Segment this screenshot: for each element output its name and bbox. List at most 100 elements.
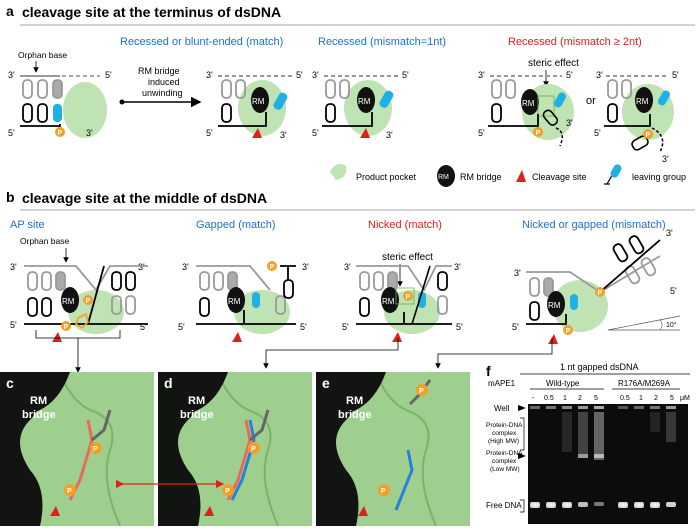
gel-title: 1 nt gapped dsDNA — [560, 362, 639, 372]
svg-text:5': 5' — [140, 322, 147, 332]
rm-bridge-note-3: unwinding — [142, 88, 183, 98]
connector-b3-d — [263, 338, 399, 369]
svg-text:P: P — [67, 488, 72, 495]
lane-label: 0.5 — [544, 395, 554, 402]
svg-text:P: P — [406, 294, 411, 301]
svg-text:RM: RM — [636, 97, 649, 106]
svg-text:P: P — [251, 446, 256, 453]
lane-label: 1 — [563, 395, 567, 402]
svg-text:5': 5' — [206, 128, 213, 138]
panel-d-letter: d — [164, 375, 173, 391]
svg-text:5': 5' — [672, 70, 679, 80]
svg-text:3': 3' — [182, 262, 189, 272]
band-label-well: Well — [494, 404, 510, 413]
svg-text:5': 5' — [296, 70, 303, 80]
schematic-b1: 3' 3' 5' 5' RM P P — [10, 262, 148, 342]
svg-text:5': 5' — [594, 128, 601, 138]
steric-effect-label-b: steric effect — [382, 252, 433, 263]
svg-text:RM: RM — [62, 297, 75, 306]
svg-text:5': 5' — [342, 322, 349, 332]
schematic-b3: steric effect 3' 3' 5' 5' RM P — [342, 252, 463, 342]
legend-rm-swatch — [437, 165, 455, 187]
svg-text:3': 3' — [86, 128, 93, 138]
svg-text:P: P — [566, 328, 571, 335]
lane-label: - — [532, 395, 535, 402]
lane-label: 5 — [670, 395, 674, 402]
panel-e-rm-label-2: bridge — [338, 409, 372, 421]
panel-b-title: cleavage site at the middle of dsDNA — [22, 190, 267, 206]
panel-d-rm-label-2: bridge — [180, 409, 214, 421]
svg-text:P: P — [86, 298, 91, 305]
svg-text:3': 3' — [312, 70, 319, 80]
svg-text:5': 5' — [456, 322, 463, 332]
svg-text:RM: RM — [438, 174, 449, 181]
svg-text:RM: RM — [522, 99, 535, 108]
connector-b4-e — [435, 338, 553, 369]
svg-text:3': 3' — [280, 130, 287, 140]
structure-c: P P — [0, 371, 154, 527]
unit-label: μM — [680, 395, 690, 402]
svg-text:3': 3' — [514, 268, 521, 278]
lane-label: 0.5 — [620, 395, 630, 402]
svg-text:P: P — [536, 130, 541, 137]
legend: Product pocket RM RM bridge Cleavage sit… — [330, 164, 686, 187]
svg-text:RM: RM — [228, 297, 241, 306]
svg-text:P: P — [225, 488, 230, 495]
band-label-high-1: Protein-DNA — [486, 422, 523, 429]
legend-cleavage-swatch — [516, 170, 526, 182]
schematic-b2: 3' 3' 5' 5' RM P — [178, 261, 309, 342]
gel-group-mutant: R176A/M269A — [618, 379, 671, 388]
panel-b-subtitle-nicked: Nicked (match) — [368, 219, 442, 231]
or-label: or — [586, 95, 596, 107]
svg-text:5': 5' — [478, 128, 485, 138]
svg-text:3': 3' — [566, 118, 573, 128]
svg-text:5': 5' — [178, 322, 185, 332]
svg-text:P: P — [381, 488, 386, 495]
orphan-base-label-a: Orphan base — [18, 50, 67, 60]
svg-text:5': 5' — [300, 322, 307, 332]
panel-c-rm-label-2: bridge — [22, 409, 56, 421]
product-pocket — [63, 82, 107, 138]
svg-text:RM: RM — [382, 297, 395, 306]
band-label-low-3: (Low MW) — [490, 466, 520, 473]
schematic-a4: steric effect 3' 5' RM P 5' 3' — [478, 58, 579, 147]
rm-bridge-note-2: induced — [148, 77, 180, 87]
svg-text:5': 5' — [402, 70, 409, 80]
svg-text:3': 3' — [302, 262, 309, 272]
band-label-low-1: Protein-DNA — [486, 450, 523, 457]
svg-text:5': 5' — [8, 128, 15, 138]
svg-text:3': 3' — [454, 262, 461, 272]
svg-text:RM: RM — [252, 97, 265, 106]
svg-text:3': 3' — [138, 262, 145, 272]
schematic-b4: 3' 3' 5' 5' RM P P 10° — [512, 228, 681, 344]
svg-text:3': 3' — [206, 70, 213, 80]
gel-enzyme-label: mAPE1 — [488, 379, 516, 388]
rm-bridge-oval — [251, 87, 269, 113]
svg-text:5': 5' — [512, 322, 519, 332]
svg-text:5': 5' — [670, 286, 677, 296]
svg-text:5': 5' — [10, 320, 17, 330]
lane-label: 2 — [654, 395, 658, 402]
svg-text:5': 5' — [312, 128, 319, 138]
gel-band-labels: Well Protein-DNA complex (High MW) Prote… — [486, 404, 526, 513]
panel-e-rm-label-1: RM — [346, 395, 363, 407]
panel-c-letter: c — [6, 375, 14, 391]
svg-text:P: P — [64, 324, 69, 331]
svg-text:P: P — [270, 264, 275, 271]
panel-b-subtitle-ap: AP site — [10, 219, 45, 231]
label-3prime: 3' — [8, 70, 15, 80]
panel-d-rm-label-1: RM — [188, 395, 205, 407]
steric-effect-label-a: steric effect — [528, 58, 579, 69]
lane-label: 5 — [594, 395, 598, 402]
structure-d: P P — [158, 371, 312, 527]
svg-text:RM: RM — [548, 301, 561, 310]
gel-group-wt: Wild-type — [546, 379, 580, 388]
panel-b-subtitle-gapped: Gapped (match) — [196, 219, 275, 231]
svg-text:3': 3' — [478, 70, 485, 80]
lane-label: 1 — [639, 395, 643, 402]
band-label-high-2: complex — [492, 430, 517, 437]
legend-pocket-swatch — [330, 164, 347, 180]
schematic-a5: 3' 5' RM P 5' 3' — [594, 70, 679, 164]
panel-a-subtitle-match: Recessed or blunt-ended (match) — [120, 36, 283, 48]
